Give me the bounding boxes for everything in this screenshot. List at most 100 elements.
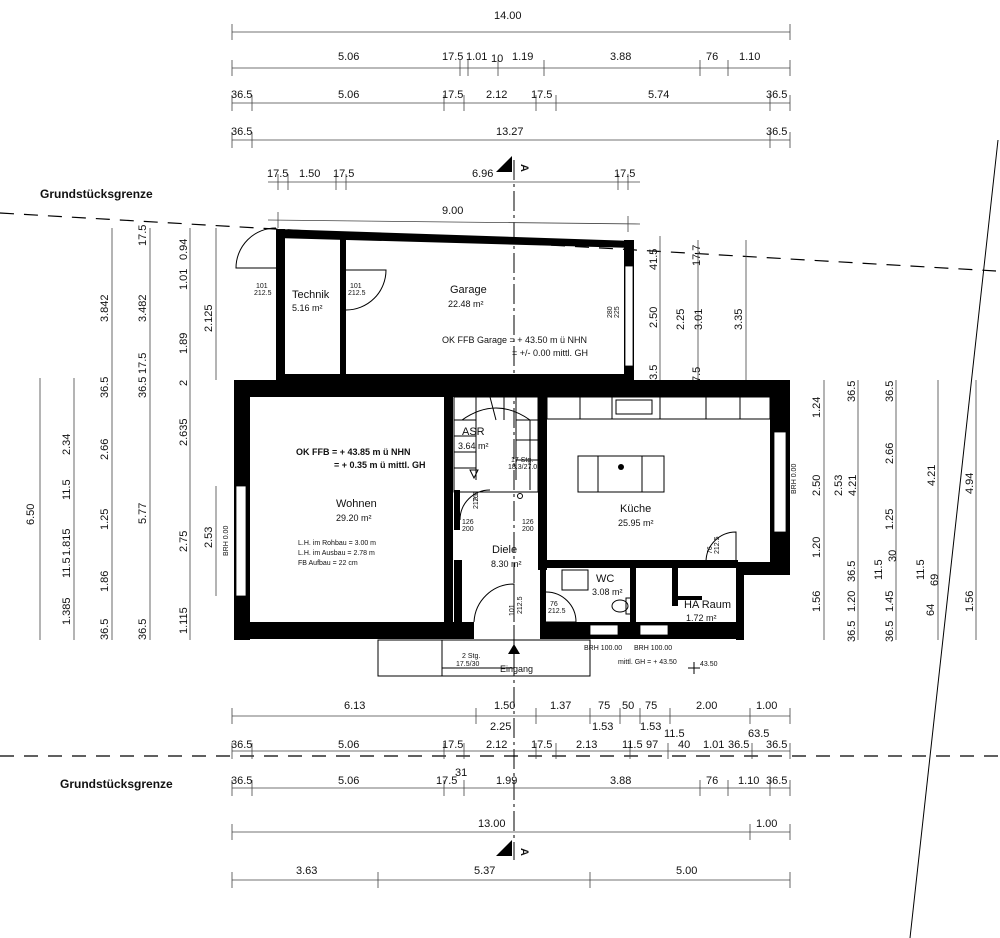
door-technik-out-h: 212.5 [254,290,272,297]
bottom-dimension-lines: 6.13 1.50 1.37 75 50 75 2.00 1.00 2.25 1… [231,700,791,888]
dim-left-col2-1: 11.5 [61,557,73,578]
brh-wc: BRH 100.00 [584,645,622,652]
dim-bottom-row1b-2: 1.53 [640,721,661,733]
dim-right-col3-1: 2.66 [884,443,896,464]
dim-top-row2-4: 1.19 [512,51,533,63]
dim-top-row3-3: 2.12 [486,89,507,101]
dim-right-col2-4: 1.20 [846,591,858,612]
room-labels: Technik 5.16 m² Garage 22.48 m² OK FFB G… [292,284,731,623]
room-wc-area: 3.08 m² [592,587,623,597]
dim-left-col5-0: 0.94 [178,239,190,260]
dim-top-row4-2: 36.5 [766,126,787,138]
dim-right-col1-1: 2.50 [811,475,823,496]
dim-bottom-row2-4: 17.5 [531,739,552,751]
dim-bottom-row2-11: 36.5 [766,739,787,751]
door-entry-w: 101 [509,604,516,616]
dim-bottom-row4-1: 1.00 [756,818,777,830]
room-kueche-name: Küche [620,503,651,515]
kitchen-island-dot [618,464,624,470]
dim-right-col3-4: 30 [887,550,899,562]
brh-left: BRH 0.00 [223,526,230,556]
dim-left-col2-3: 11.5 [61,479,73,500]
dim-bottom-row2-8: 40 [678,739,690,751]
dim-bottom-row3-0: 36.5 [231,775,252,787]
staircase: 17 Stg. 18.3/27.0 [453,396,539,499]
room-diele-area: 8.30 m² [491,559,522,569]
dim-bottom-row1-3: 75 [598,700,610,712]
room-wohnen-lh3: FB Aufbau = 22 cm [298,560,358,567]
window-notes: BRH 0.00 BRH 0.00 BRH 100.00 BRH 100.00 … [223,464,798,674]
dim-top-row2-2: 1.01 [466,51,487,63]
dim-right-col1-3: 1.56 [811,591,823,612]
brh-right: BRH 0.00 [791,464,798,494]
dim-bottom-row2-10: 36.5 [728,739,749,751]
room-wc-name: WC [596,573,614,585]
section-marker-bottom [496,840,512,856]
dim-left-col2-0: 1.385 [61,597,73,625]
door-garage-in-w: 101 [350,283,362,290]
door-entry-h: 212.5 [517,596,524,614]
dim-bottom-row5-0: 3.63 [296,865,317,877]
dim-bottom-row2-6: 11.5 [622,739,643,751]
room-garage-note1: OK FFB Garage = + 43.50 m ü NHN [442,335,587,345]
dim-bottom-row4-0: 13.00 [478,818,506,830]
dim-left-col3-5: 36.5 [99,619,111,640]
dim-top-row4-0: 36.5 [231,126,252,138]
dim-left-col3-1: 36.5 [99,377,111,398]
dim-top-garage-width: 9.00 [442,205,463,217]
section-axis: A A [496,156,530,860]
door-asr-w: 76 [473,494,480,502]
wc-fittings [561,569,632,615]
dim-bottom-row2-7: 97 [646,739,658,751]
dim-top-row3-2: 17.5 [442,89,463,101]
dim-top-row3-1: 5.06 [338,89,359,101]
dim-bottom-row1b-0: 2.25 [490,721,511,733]
dim-right-col3-5: 1.45 [884,591,896,612]
dim-top-row2-3: 10 [491,53,503,65]
dim-bottom-row1b-1: 1.53 [592,721,613,733]
survey-point-icon [688,662,700,674]
dim-left-far: 6.50 [25,504,37,525]
dim-top-row4-1: 13.27 [496,126,524,138]
room-garage-name: Garage [450,284,487,296]
door-wc-w: 76 [550,601,558,608]
stairs-label: 17 Stg. [511,457,533,464]
dim-bottom-row2-2: 17.5 [442,739,463,751]
right-dimension-lines: 41.5 2.50 43.5 17.7 2.25 3.01 7.5 3.35 1… [648,236,977,642]
dim-bottom-row3-3: 31 [455,767,467,779]
dim-bottom-row1-4: 50 [622,700,634,712]
dim-right-col4-1: 11.5 [915,559,927,580]
left-dimension-lines: 6.50 1.385 11.5 1.815 11.5 2.34 3.842 36… [25,225,217,640]
dim-right-col1-0: 1.24 [811,397,823,418]
entrance-arrow [508,644,520,654]
dim-top-row2-7: 1.10 [739,51,760,63]
room-garage-note2: = +/- 0.00 mittl. GH [512,348,588,358]
dim-bottom-row5-2: 5.00 [676,865,697,877]
house-walls [234,380,790,640]
dim-left-col3-2: 2.66 [99,439,111,460]
property-line-label-bottom: Grundstücksgrenze [60,777,173,791]
top-dimension-lines: 14.00 5.06 17.5 1.01 10 1.19 3.88 76 1.1… [231,10,791,232]
dim-right-col4-0: 4.21 [926,465,938,486]
dim-left-col5-3: 2 [178,380,190,386]
entrance-steps: 2 Stg. [462,653,480,660]
room-wohnen-lh1: L.H. im Rohbau = 3.00 m [298,540,376,547]
dim-left-col3-4: 1.86 [99,571,111,592]
door-wc-h: 212.5 [548,608,566,615]
dim-top-row5-1: 1.50 [299,168,320,180]
dim-right-col5-0: 4.94 [964,473,976,494]
door-garage-in-h: 212.5 [348,290,366,297]
dim-right-col2-5: 36.5 [846,621,858,642]
dim-top-row1-0: 14.00 [494,10,522,22]
dim-top-row5-3: 6.96 [472,168,493,180]
dim-right-garage-4: 2.25 [675,309,687,330]
dim-right-col2-0: 36.5 [846,381,858,402]
dim-right-garage-3: 17.7 [691,245,703,266]
dim-bottom-row3-4: 1.99 [496,775,517,787]
dim-top-row5-0: 17.5 [267,168,288,180]
room-technik-area: 5.16 m² [292,303,323,313]
door-diele-r-h: 200 [522,526,534,533]
room-ha-raum-name: HA Raum [684,599,731,611]
door-asr-h: 212.5 [473,491,480,509]
